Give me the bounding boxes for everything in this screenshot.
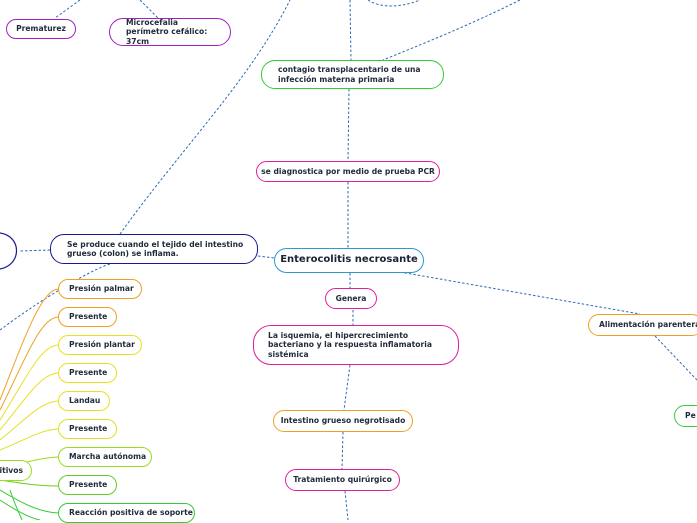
node-reaccion-label: Reacción positiva de soporte — [69, 508, 193, 518]
node-enterocolitis[interactable]: Enterocolitis necrosante — [274, 248, 424, 273]
link-main-alimentacion — [399, 271, 641, 315]
node-pcr-label: se diagnostica por medio de prueba PCR — [261, 166, 435, 176]
branch-bottom-2 — [9, 489, 23, 520]
link-microcefalia — [139, 0, 159, 19]
node-presente-2-label: Presente — [69, 368, 108, 378]
link-seproduce-left — [19, 249, 51, 252]
node-se-produce-label: Se produce cuando el tejido del intestin… — [67, 239, 244, 258]
link-contagio-pcr — [347, 88, 350, 162]
node-se-produce[interactable]: Se produce cuando el tejido del intestin… — [50, 234, 258, 264]
node-tratamiento[interactable]: Tratamiento quirúrgico — [285, 469, 400, 491]
node-landau-label: Landau — [69, 396, 101, 406]
node-alimentacion-label: Alimentación parenteral — [599, 320, 697, 330]
node-pe-label: Pe — [685, 411, 696, 421]
node-landau[interactable]: Landau — [58, 391, 110, 411]
node-microcefalia-label: Microcefalia perímetro cefálico: 37cm — [126, 17, 208, 46]
node-pe[interactable]: Pe — [674, 405, 697, 427]
node-presion-plantar-label: Presión plantar — [69, 340, 135, 350]
branch-bottom-1 — [0, 499, 41, 520]
node-itivos-label: itivos — [0, 465, 23, 475]
link-topright-contagio — [382, 0, 521, 61]
branch-reaccion — [0, 489, 59, 514]
node-alimentacion[interactable]: Alimentación parenteral — [588, 314, 697, 336]
node-itivos[interactable]: itivos — [0, 460, 32, 481]
node-reaccion[interactable]: Reacción positiva de soporte — [58, 503, 195, 523]
branch-presente-2 — [0, 372, 59, 431]
link-alimentacion-pe — [654, 335, 697, 381]
node-presente-2[interactable]: Presente — [58, 363, 117, 383]
node-isquemia-label: La isquemia, el hipercrecimiento bacteri… — [268, 330, 432, 359]
node-genera-label: Genera — [335, 293, 367, 303]
node-marcha[interactable]: Marcha autónoma — [58, 447, 152, 467]
node-prematurez[interactable]: Prematurez — [6, 19, 76, 39]
node-presente-4[interactable]: Presente — [58, 475, 117, 495]
node-presion-palmar-label: Presión palmar — [69, 284, 134, 294]
node-intestino-label: Intestino grueso negrotisado — [280, 416, 406, 426]
node-genera[interactable]: Genera — [325, 288, 377, 309]
link-top-contagio — [349, 0, 352, 61]
node-intestino[interactable]: Intestino grueso negrotisado — [273, 410, 413, 432]
node-marcha-label: Marcha autónoma — [69, 452, 147, 462]
node-prematurez-label: Prematurez — [16, 24, 66, 34]
node-presente-1-label: Presente — [69, 312, 108, 322]
link-main-seproduce — [257, 255, 275, 259]
branch-presente-1 — [0, 316, 59, 411]
node-presente-4-label: Presente — [69, 480, 108, 490]
node-microcefalia[interactable]: Microcefalia perímetro cefálico: 37cm — [109, 18, 231, 46]
node-presente-1[interactable]: Presente — [58, 307, 117, 327]
link-tratamiento-down — [344, 490, 349, 520]
node-enterocolitis-label: Enterocolitis necrosante — [280, 254, 418, 266]
node-pcr[interactable]: se diagnostica por medio de prueba PCR — [256, 161, 440, 182]
node-presion-palmar[interactable]: Presión palmar — [58, 279, 142, 299]
node-tratamiento-label: Tratamiento quirúrgico — [293, 475, 392, 485]
branch-landau — [0, 400, 59, 441]
link-prematurez — [54, 0, 81, 19]
branch-presion-plantar — [0, 344, 59, 421]
link-intestino-tratamiento — [341, 431, 344, 470]
node-contagio-label: contagio transplacentario de una infecci… — [278, 65, 421, 84]
node-presion-plantar[interactable]: Presión plantar — [58, 335, 142, 355]
branch-presente-3 — [0, 428, 59, 451]
left-bubble-edge — [0, 232, 17, 270]
node-isquemia[interactable]: La isquemia, el hipercrecimiento bacteri… — [253, 325, 459, 365]
link-top-loop — [367, 0, 421, 7]
link-isquemia-intestino — [343, 364, 351, 411]
node-presente-3[interactable]: Presente — [58, 419, 117, 439]
node-presente-3-label: Presente — [69, 424, 108, 434]
branch-presion-palmar — [0, 288, 59, 401]
link-seproduce-top — [119, 0, 291, 235]
node-contagio[interactable]: contagio transplacentario de una infecci… — [261, 60, 444, 89]
